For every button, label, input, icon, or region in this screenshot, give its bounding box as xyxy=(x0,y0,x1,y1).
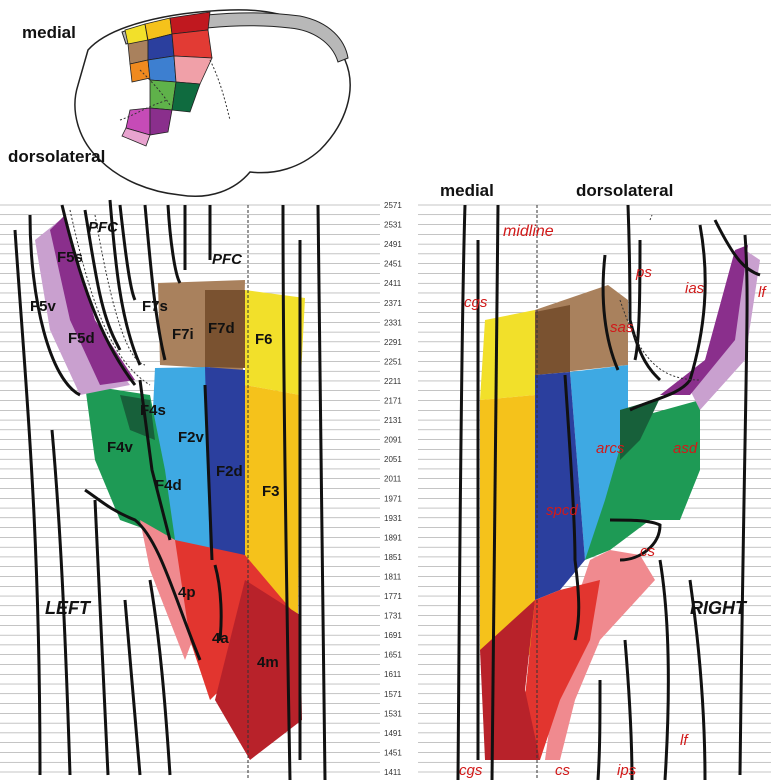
label-F4s: F4s xyxy=(140,402,166,419)
depth-tick-label: 2451 xyxy=(384,260,402,269)
label-4a: 4a xyxy=(212,630,229,647)
depth-tick-label: 2051 xyxy=(384,455,402,464)
depth-tick-label: 2371 xyxy=(384,299,402,308)
label-PFC-top: PFC xyxy=(88,219,119,236)
label-arcs: arcs xyxy=(596,440,625,457)
depth-tick-label: 2131 xyxy=(384,416,402,425)
label-cs-bottom: cs xyxy=(555,762,571,779)
depth-tick-label: 2211 xyxy=(384,377,402,386)
label-F5v: F5v xyxy=(30,298,57,315)
depth-tick-label: 1851 xyxy=(384,553,402,562)
inset-dorsolateral-label: dorsolateral xyxy=(8,147,105,166)
label-sas: sas xyxy=(610,319,634,336)
label-F6: F6 xyxy=(255,331,273,348)
label-F4v: F4v xyxy=(107,439,134,456)
label-ps: ps xyxy=(635,264,652,281)
depth-tick-label: 2491 xyxy=(384,240,402,249)
label-spcd: spcd xyxy=(546,502,578,519)
label-cgs-top: cgs xyxy=(464,294,488,311)
area-F6 xyxy=(245,290,305,395)
label-asd: asd xyxy=(673,440,698,457)
label-lf-top: lf xyxy=(758,284,767,301)
depth-tick-label: 2571 xyxy=(384,201,402,210)
label-F4d: F4d xyxy=(155,477,182,494)
depth-tick-label: 2171 xyxy=(384,397,402,406)
label-F5d: F5d xyxy=(68,330,95,347)
area-F7d-right xyxy=(535,305,570,375)
header-dorsolateral: dorsolateral xyxy=(576,181,673,200)
depth-tick-scale: 2571 2531 2491 2451 2411 2371 2331 2291 2251 2211… xyxy=(384,201,402,777)
depth-tick-label: 2091 xyxy=(384,436,402,445)
label-ips: ips xyxy=(617,762,637,779)
depth-tick-label: 1611 xyxy=(384,670,402,679)
depth-tick-label: 1411 xyxy=(384,768,402,777)
brain-inset: medial dorsolateral xyxy=(8,10,350,196)
label-cs-mid: cs xyxy=(640,543,656,560)
left-hemisphere-map: PFC PFC F5s F5v F5d F7s F7i F7d F6 F4s F… xyxy=(15,200,325,780)
depth-tick-label: 1731 xyxy=(384,612,402,621)
area-F6-right xyxy=(480,310,535,400)
header-medial: medial xyxy=(440,181,494,200)
label-F5s: F5s xyxy=(57,249,83,266)
right-hemisphere-map: medial dorsolateral midline cgs ps ias l… xyxy=(440,181,767,780)
label-F7s: F7s xyxy=(142,298,168,315)
depth-tick-label: 1971 xyxy=(384,494,402,503)
depth-tick-label: 2411 xyxy=(384,279,402,288)
depth-tick-label: 1811 xyxy=(384,572,402,581)
label-F3: F3 xyxy=(262,483,280,500)
depth-tick-label: 1571 xyxy=(384,690,402,699)
depth-tick-label: 1771 xyxy=(384,592,402,601)
label-F2v: F2v xyxy=(178,429,205,446)
label-F2d: F2d xyxy=(216,463,243,480)
depth-tick-label: 1931 xyxy=(384,514,402,523)
depth-tick-label: 2331 xyxy=(384,318,402,327)
label-4m: 4m xyxy=(257,654,279,671)
label-F7d: F7d xyxy=(208,320,235,337)
right-dotted-border xyxy=(620,215,700,380)
depth-tick-label: 1891 xyxy=(384,533,402,542)
depth-tick-label: 1531 xyxy=(384,709,402,718)
depth-tick-label: 2011 xyxy=(384,475,402,484)
label-F7i: F7i xyxy=(172,326,194,343)
label-cgs-bottom: cgs xyxy=(459,762,483,779)
label-PFC-mid: PFC xyxy=(212,251,243,268)
label-ias: ias xyxy=(685,280,705,297)
depth-tick-label: 1651 xyxy=(384,651,402,660)
depth-tick-label: 1691 xyxy=(384,631,402,640)
inset-medial-label: medial xyxy=(22,23,76,42)
label-lf-bottom: lf xyxy=(680,732,689,749)
brain-outline xyxy=(75,10,350,196)
label-midline: midline xyxy=(503,223,554,240)
depth-tick-label: 1491 xyxy=(384,729,402,738)
label-4p: 4p xyxy=(178,584,196,601)
label-right: RIGHT xyxy=(690,598,748,618)
depth-tick-label: 2251 xyxy=(384,357,402,366)
depth-tick-label: 2531 xyxy=(384,221,402,230)
label-left: LEFT xyxy=(45,598,92,618)
depth-tick-label: 1451 xyxy=(384,748,402,757)
depth-tick-label: 2291 xyxy=(384,338,402,347)
